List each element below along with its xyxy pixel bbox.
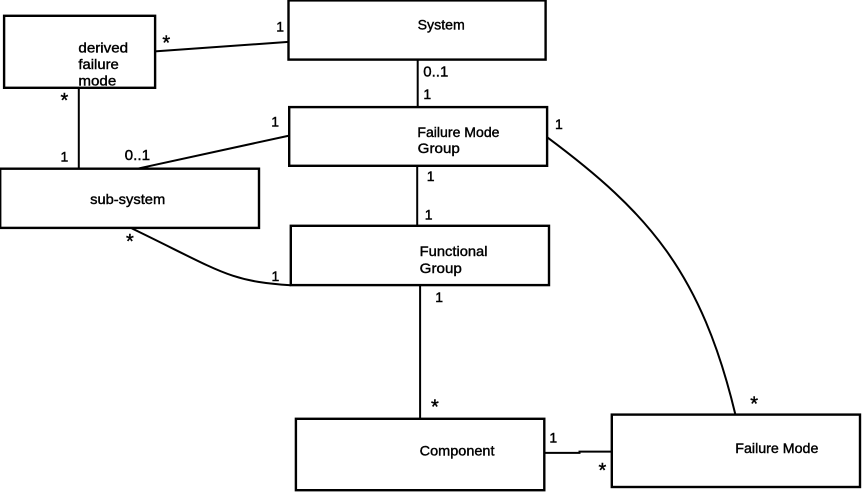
svg-text:Component: Component (420, 443, 495, 459)
svg-text:*: * (431, 397, 439, 419)
svg-text:Failure Mode: Failure Mode (417, 124, 499, 140)
svg-text:1: 1 (276, 19, 284, 35)
svg-text:1: 1 (423, 86, 431, 102)
svg-text:derived: derived (78, 40, 128, 56)
svg-text:Failure Mode: Failure Mode (735, 440, 818, 456)
svg-text:*: * (750, 394, 758, 416)
svg-text:*: * (162, 33, 170, 55)
svg-text:Group: Group (418, 140, 460, 156)
svg-text:Functional: Functional (420, 243, 488, 259)
svg-text:*: * (126, 231, 134, 253)
svg-text:1: 1 (61, 149, 69, 165)
svg-text:Group: Group (420, 260, 462, 276)
svg-text:System: System (418, 16, 465, 32)
svg-text:1: 1 (549, 429, 557, 445)
svg-text:failure: failure (78, 56, 119, 72)
svg-text:0..1: 0..1 (125, 147, 151, 164)
svg-text:1: 1 (271, 114, 279, 130)
svg-text:0..1: 0..1 (423, 64, 448, 81)
svg-text:*: * (61, 90, 69, 112)
svg-text:1: 1 (427, 168, 435, 184)
svg-text:sub-system: sub-system (90, 191, 165, 207)
svg-text:1: 1 (272, 268, 280, 284)
svg-text:1: 1 (425, 207, 433, 223)
svg-text:1: 1 (435, 289, 443, 305)
svg-text:1: 1 (555, 116, 563, 132)
svg-text:mode: mode (78, 72, 116, 88)
svg-text:*: * (599, 460, 607, 482)
